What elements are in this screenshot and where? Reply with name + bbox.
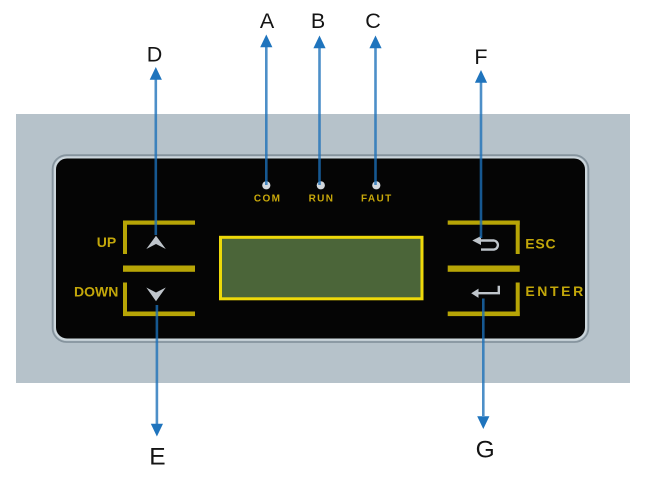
- svg-text:B: B: [311, 9, 325, 33]
- svg-text:DOWN: DOWN: [74, 283, 118, 299]
- svg-text:COM: COM: [254, 194, 282, 205]
- svg-text:ESC: ESC: [525, 236, 556, 252]
- svg-text:RUN: RUN: [309, 194, 335, 205]
- svg-text:E: E: [149, 443, 165, 470]
- svg-text:FAUT: FAUT: [361, 194, 393, 205]
- svg-text:D: D: [147, 43, 163, 67]
- svg-text:ENTER: ENTER: [525, 283, 585, 299]
- svg-text:G: G: [476, 437, 495, 464]
- svg-text:F: F: [474, 45, 487, 69]
- svg-text:C: C: [365, 9, 381, 33]
- svg-text:A: A: [260, 9, 275, 33]
- svg-text:UP: UP: [97, 234, 116, 250]
